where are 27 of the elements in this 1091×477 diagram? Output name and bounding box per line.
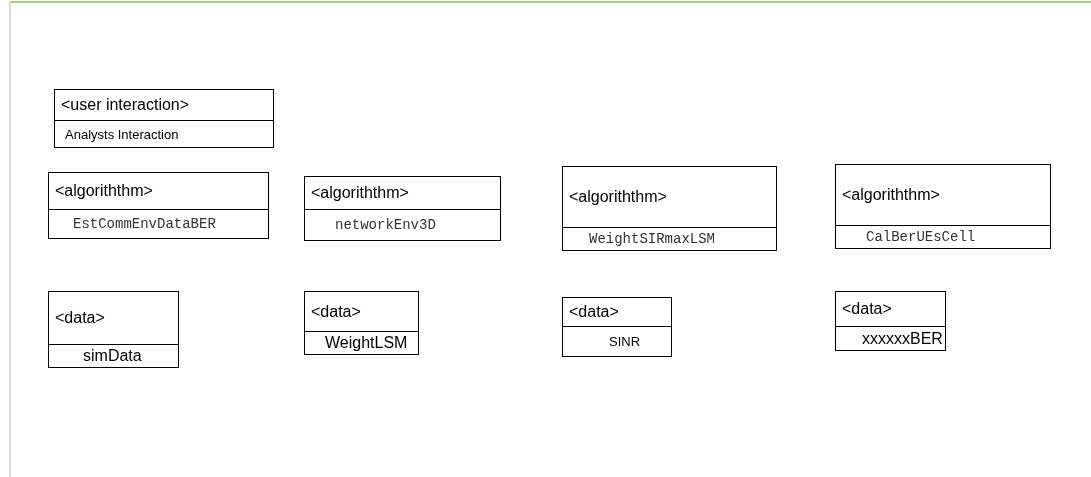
class-box [304, 291, 419, 355]
name-label: simData [49, 344, 178, 367]
stereotype-label: <algoriththm> [310, 183, 410, 203]
class-box [562, 297, 672, 357]
class-box [562, 166, 777, 251]
class-box [304, 176, 501, 241]
name-label: xxxxxxBER [836, 326, 945, 350]
class-box [48, 291, 179, 368]
name-label: networkEnv3D [305, 209, 500, 240]
class-box [835, 291, 946, 351]
class-box [54, 89, 274, 148]
stereotype-label: <algoriththm> [841, 185, 941, 205]
stereotype-label: <data> [841, 299, 893, 319]
stereotype-label: <data> [54, 308, 106, 328]
stereotype-label: <data> [310, 301, 362, 322]
stereotype-label: <algoriththm> [54, 181, 154, 201]
name-label: EstCommEnvDataBER [49, 209, 268, 238]
stereotype-label: <algoriththm> [568, 187, 668, 207]
class-box [48, 172, 269, 239]
stereotype-label: <user interaction> [60, 95, 191, 115]
name-label: WeightLSM [305, 331, 418, 354]
name-label: Analysts Interaction [55, 120, 273, 147]
stereotype-label: <data> [568, 302, 620, 322]
name-label: SINR [563, 326, 671, 356]
name-label: WeightSIRmaxLSM [563, 227, 776, 250]
name-label: CalBerUEsCell [836, 225, 1050, 248]
class-box [835, 164, 1051, 249]
